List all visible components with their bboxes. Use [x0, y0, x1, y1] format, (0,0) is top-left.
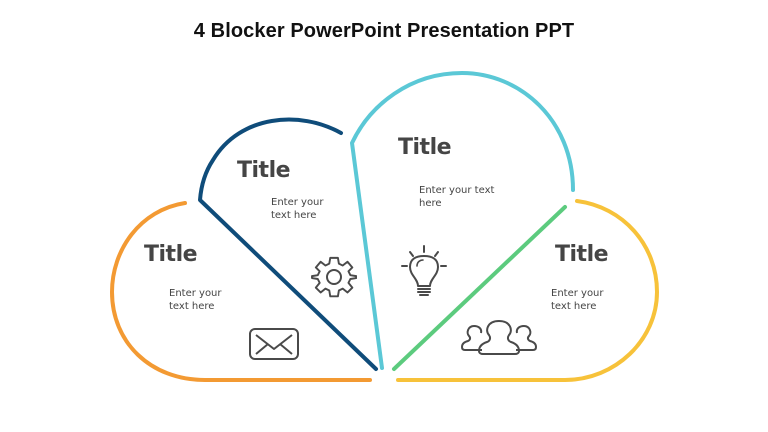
- page-title: 4 Blocker PowerPoint Presentation PPT: [193, 20, 575, 42]
- dark-blue-block-text-line1: Enter your: [271, 197, 324, 208]
- dark-blue-block-title: Title: [237, 158, 291, 183]
- orange-block-text-line2: text here: [169, 301, 215, 312]
- cyan-block-title: Title: [398, 135, 452, 160]
- green-block-outline: [392, 205, 567, 371]
- orange-block-text: Enter your text here: [169, 287, 222, 313]
- gear-icon: [311, 256, 357, 298]
- dark-blue-block-text: Enter your text here: [271, 196, 324, 222]
- orange-block-outline: [109, 201, 372, 382]
- cyan-block-text-line2: here: [419, 198, 442, 209]
- dark-blue-block-text-line2: text here: [271, 210, 317, 221]
- people-group-icon: [461, 320, 537, 355]
- yellow-block-text: Enter your text here: [551, 287, 604, 313]
- cyan-block-text-line1: Enter your text: [419, 185, 495, 196]
- yellow-block-outline: [396, 199, 660, 382]
- envelope-icon: [249, 328, 299, 360]
- cyan-block-text: Enter your text here: [419, 184, 494, 210]
- yellow-block-title: Title: [555, 242, 609, 267]
- dark-blue-block-outline: [198, 117, 378, 371]
- yellow-block-text-line1: Enter your: [551, 288, 604, 299]
- orange-block-title: Title: [144, 242, 198, 267]
- lightbulb-icon: [401, 245, 447, 296]
- yellow-block-text-line2: text here: [551, 301, 597, 312]
- cyan-block-outline: [350, 71, 575, 370]
- orange-block-text-line1: Enter your: [169, 288, 222, 299]
